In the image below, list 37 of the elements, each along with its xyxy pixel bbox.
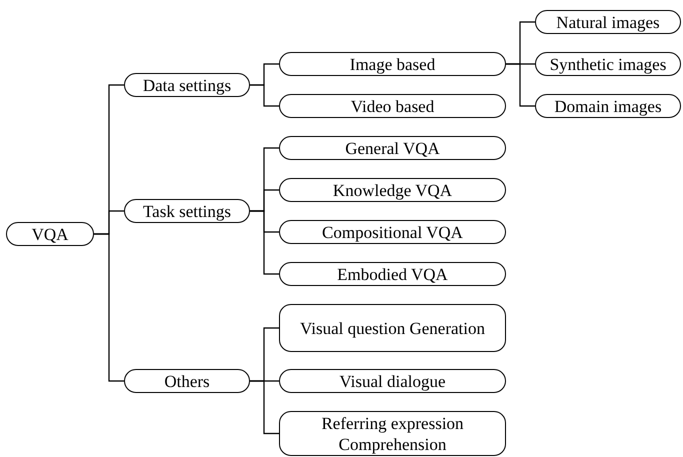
- node-label: Knowledge VQA: [332, 180, 452, 200]
- node-label: Visual dialogue: [339, 370, 446, 392]
- node-label: Visual question Generation: [300, 318, 485, 338]
- connector-line: [506, 63, 535, 107]
- rounded-box: [124, 199, 250, 223]
- node-label: Image based: [350, 54, 436, 74]
- rounded-box: [279, 411, 506, 456]
- rounded-box: [124, 369, 250, 393]
- node-label: Video based: [350, 96, 434, 116]
- rounded-box: [279, 178, 506, 202]
- connector-line: [94, 233, 124, 382]
- rounded-box: [535, 94, 681, 118]
- node-label: Embodied VQA: [337, 264, 448, 284]
- rounded-box: [279, 304, 506, 352]
- node-label: Domain images: [554, 96, 662, 116]
- rounded-box: [279, 136, 506, 160]
- rounded-box: [279, 262, 506, 286]
- rounded-box: [279, 52, 506, 76]
- node-label: Task settings: [142, 200, 232, 222]
- node-label: Compositional VQA: [322, 222, 463, 242]
- node-label: Synthetic images: [550, 54, 666, 74]
- rounded-box: [6, 222, 94, 246]
- connector-line: [250, 380, 279, 434]
- rounded-box: [279, 220, 506, 244]
- node-label: Others: [164, 370, 210, 392]
- connector-line: [250, 210, 279, 275]
- rounded-box: [535, 52, 681, 76]
- node-label: Natural images: [556, 12, 660, 32]
- rounded-box: [124, 73, 250, 97]
- node-label: General VQA: [345, 138, 440, 158]
- node-label: Referring expression Comprehension: [320, 412, 465, 454]
- node-label: Data settings: [142, 74, 232, 96]
- rounded-box: [279, 94, 506, 118]
- connector-line: [250, 84, 279, 107]
- rounded-box: [279, 369, 506, 393]
- rounded-box: [535, 10, 681, 34]
- node-label: VQA: [32, 224, 68, 244]
